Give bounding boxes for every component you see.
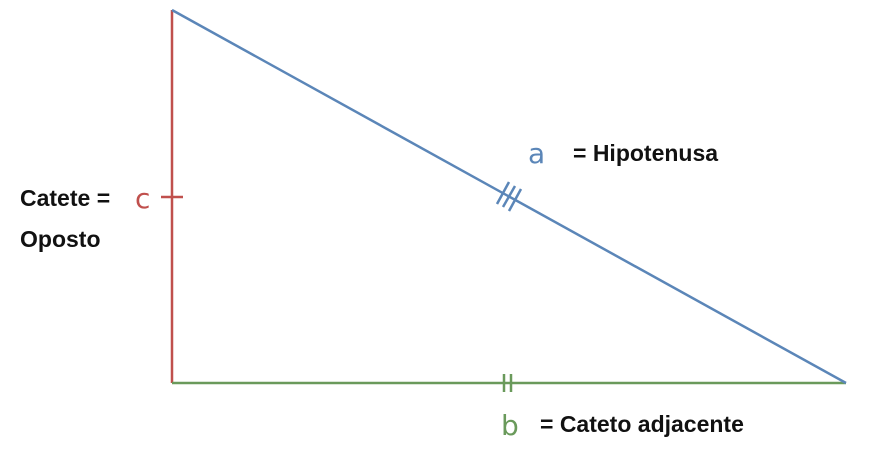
tick-marks-a bbox=[495, 181, 523, 212]
adjacent-description: = Cateto adjacente bbox=[540, 411, 744, 437]
hypotenuse-description: = Hipotenusa bbox=[573, 140, 718, 166]
tick-marks-b bbox=[502, 374, 513, 392]
adjacent-letter: b bbox=[501, 409, 519, 442]
opposite-description-line1: Catete = bbox=[20, 185, 110, 211]
opposite-description-line2: Oposto bbox=[20, 226, 101, 252]
opposite-letter: c bbox=[135, 182, 150, 215]
hypotenuse-letter: a bbox=[528, 137, 545, 170]
